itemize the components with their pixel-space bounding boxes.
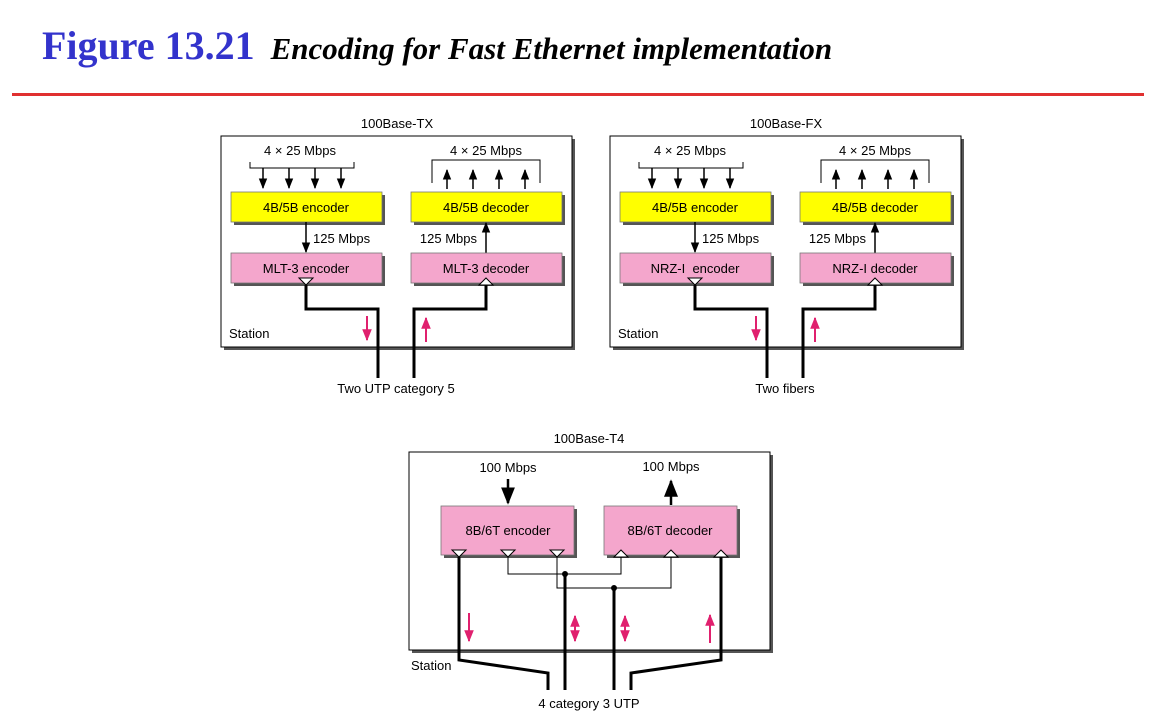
tx-title: 100Base-TX (361, 116, 434, 131)
t4-enc-port (499, 549, 517, 558)
tx-block-encoder-label: 4B/5B encoder (263, 200, 350, 215)
tx-medium-label: Two UTP category 5 (337, 381, 455, 396)
fx-line-encoder (619, 252, 772, 284)
fx-receive-fiber (801, 285, 877, 378)
fx-station-box (609, 135, 962, 348)
tx-out-port (297, 277, 315, 286)
tx-line-encoder-label: MLT-3 encoder (263, 261, 350, 276)
t4-encoder (440, 505, 575, 556)
t4-enc-port (450, 549, 468, 558)
fx-line-decoder-label: NRZ-I decoder (832, 261, 918, 276)
t4-station-label: Station (411, 658, 451, 673)
t4-enc-port (548, 549, 566, 558)
fx-rate-right: 125 Mbps (809, 231, 867, 246)
tx-in-rate: 4 × 25 Mbps (264, 143, 336, 158)
tx-in-bracket (249, 162, 355, 169)
tx-block-encoder (230, 191, 383, 223)
fx-send-fiber (693, 285, 769, 378)
figure-title: Figure 13.21 Encoding for Fast Ethernet i… (42, 22, 832, 69)
fx-block-encoder-label: 4B/5B encoder (652, 200, 739, 215)
fx-title: 100Base-FX (750, 116, 823, 131)
figure-number: Figure 13.21 (42, 23, 255, 68)
tx-block-decoder-label: 4B/5B decoder (443, 200, 530, 215)
fx-block-decoder-label: 4B/5B decoder (832, 200, 919, 215)
fx-out-port (686, 277, 704, 286)
tx-out-rate: 4 × 25 Mbps (450, 143, 522, 158)
fx-in-bracket (638, 162, 744, 169)
t4-encoder-label: 8B/6T encoder (465, 523, 551, 538)
tx-rate-right: 125 Mbps (420, 231, 478, 246)
fx-out-bracket (820, 159, 930, 183)
figure-caption: Encoding for Fast Ethernet implementatio… (270, 31, 833, 66)
fx-medium-label: Two fibers (755, 381, 815, 396)
tx-rate-left: 125 Mbps (313, 231, 371, 246)
t4-pair-1 (457, 557, 550, 690)
t4-decoder-label: 8B/6T decoder (627, 523, 713, 538)
fx-out-rate: 4 × 25 Mbps (839, 143, 911, 158)
tx-station-label: Station (229, 326, 269, 341)
fx-rate-left: 125 Mbps (702, 231, 760, 246)
t4-panel: 100Base-T4 100 Mbps 100 Mbps 8B/6T encod… (408, 431, 773, 711)
tx-receive-pair (412, 285, 488, 378)
tx-station-box (220, 135, 573, 348)
fx-line-encoder-label: NRZ-I encoder (651, 261, 741, 276)
tx-line-decoder-label: MLT-3 decoder (443, 261, 530, 276)
tx-panel: 100Base-TX 4 × 25 Mbps 4 × 25 Mbps 4B/5B… (220, 116, 575, 396)
fx-panel: 100Base-FX 4 × 25 Mbps 4 × 25 Mbps 4B/5B… (609, 116, 964, 396)
t4-out-rate: 100 Mbps (642, 459, 700, 474)
tx-send-pair (304, 285, 380, 378)
fx-in-rate: 4 × 25 Mbps (654, 143, 726, 158)
t4-title: 100Base-T4 (554, 431, 625, 446)
tx-block-decoder (410, 191, 563, 223)
t4-medium-label: 4 category 3 UTP (538, 696, 639, 711)
t4-pair-4 (629, 557, 723, 690)
title-rule (12, 93, 1144, 96)
t4-in-rate: 100 Mbps (479, 460, 537, 475)
fx-station-label: Station (618, 326, 658, 341)
tx-out-bracket (431, 159, 541, 183)
